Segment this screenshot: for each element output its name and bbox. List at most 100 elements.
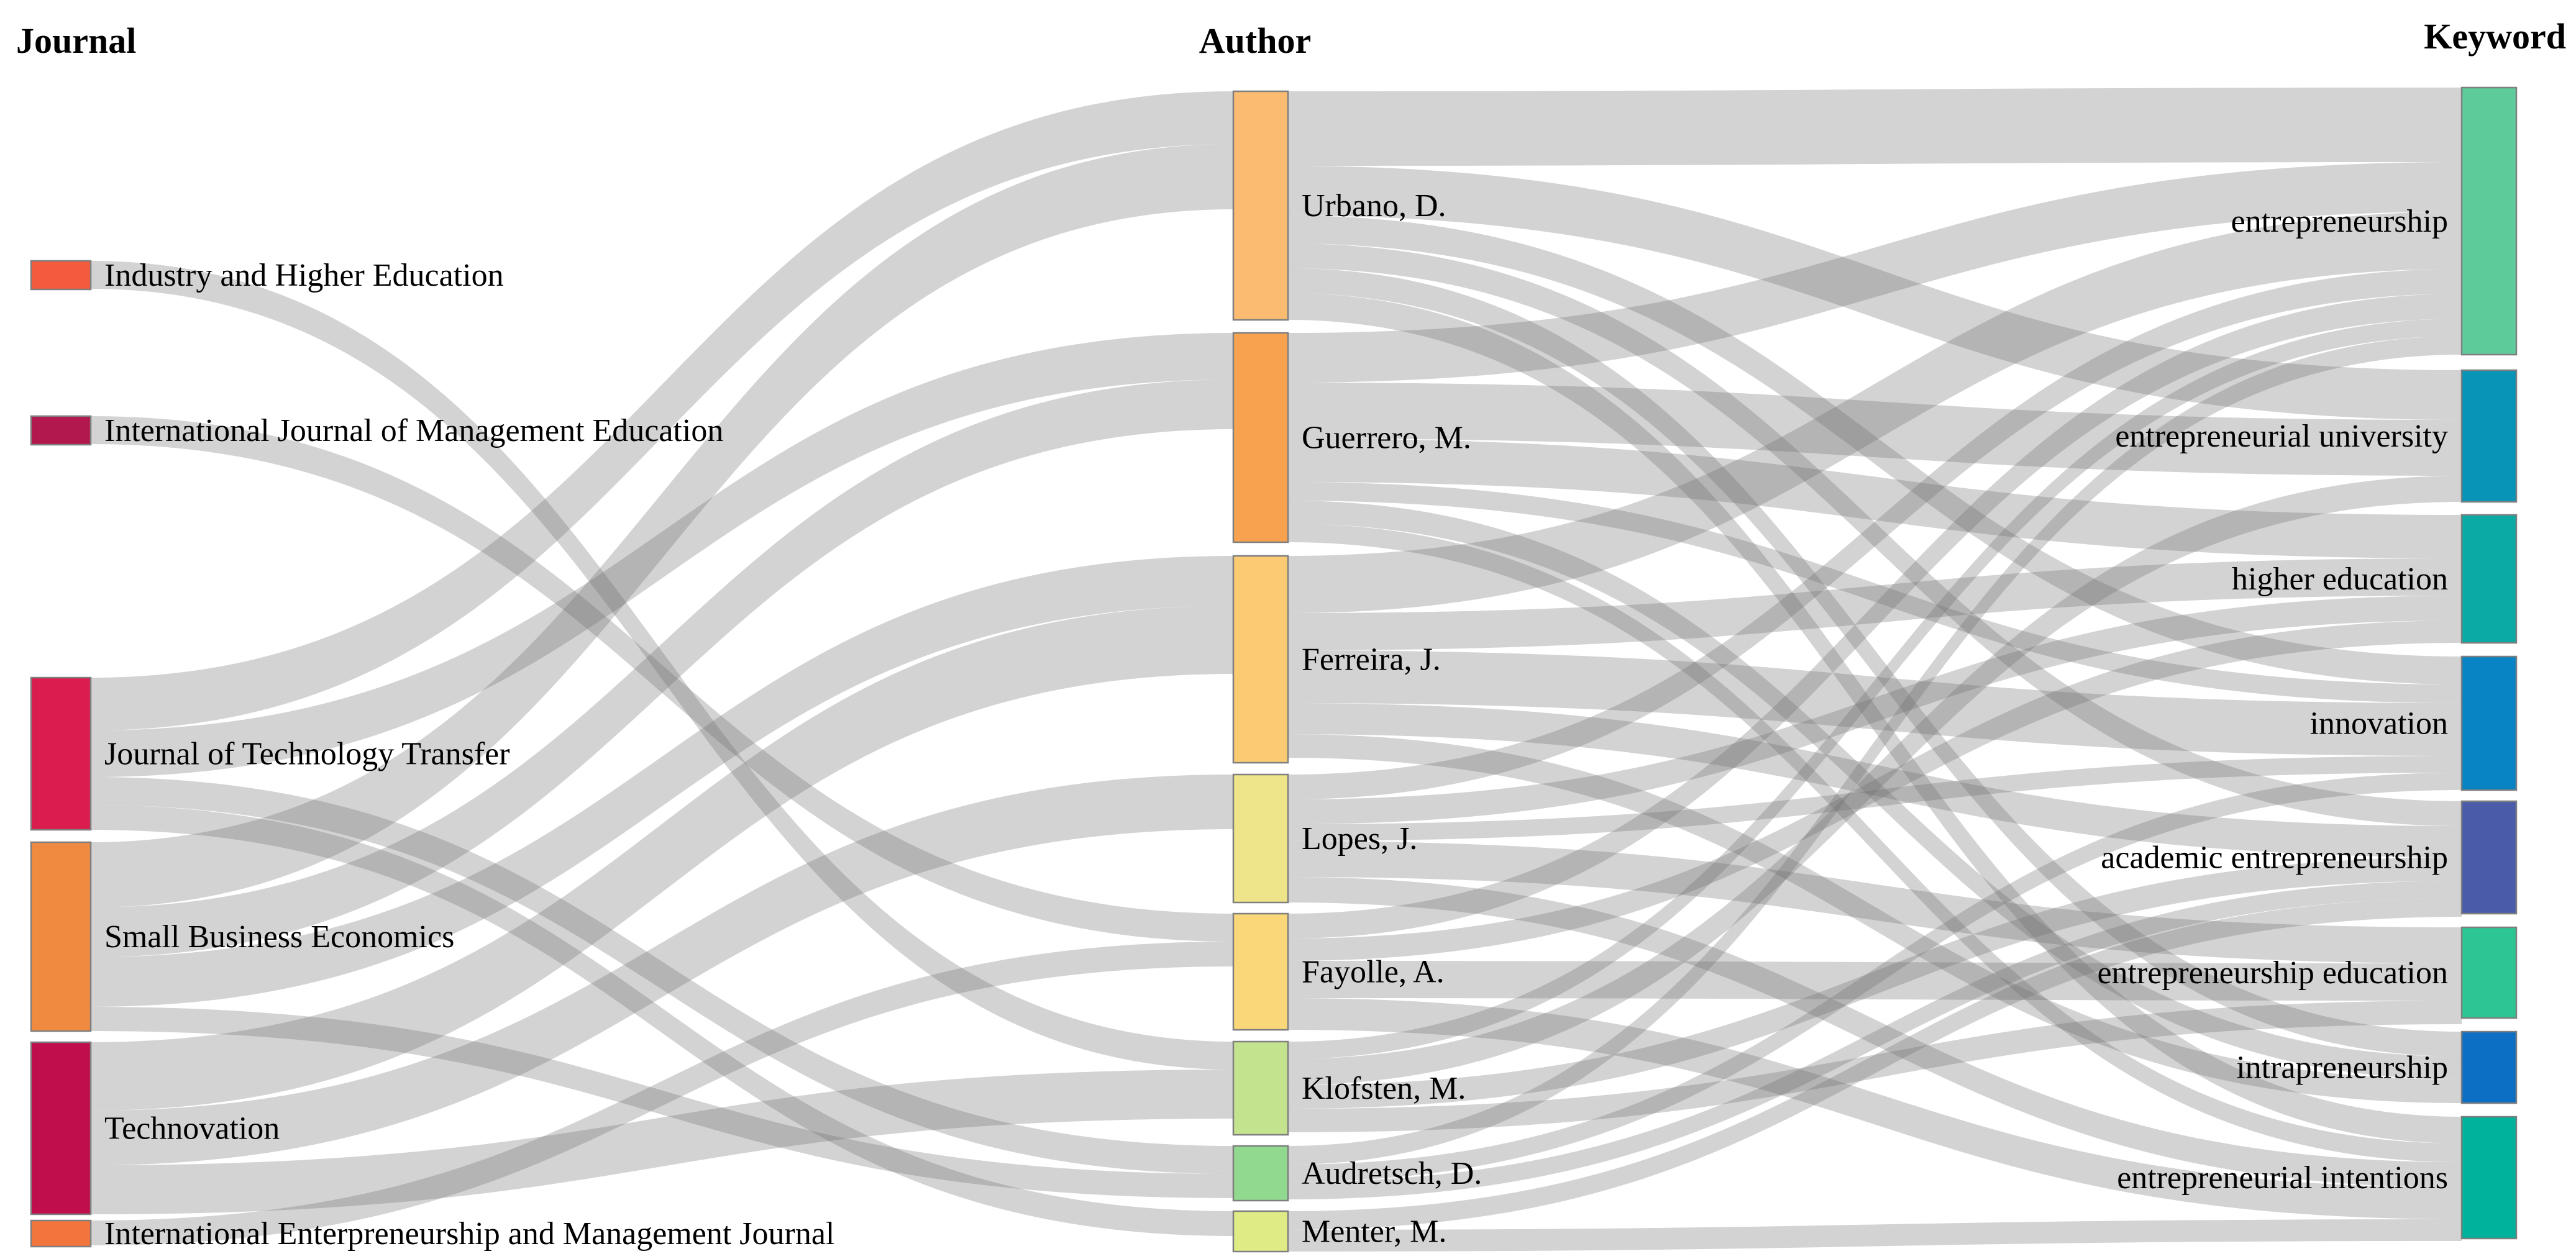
- sankey-link-a2-k1: [1288, 162, 2462, 383]
- sankey-link-a2-k2: [1288, 383, 2462, 476]
- sankey-node-k5[interactable]: [2460, 800, 2518, 915]
- sankey-node-a8[interactable]: [1232, 1210, 1289, 1253]
- sankey-link-j3-a8: [91, 805, 1233, 1236]
- sankey-node-label-j1: Industry and Higher Education: [104, 258, 504, 293]
- sankey-node-label-j3: Journal of Technology Transfer: [104, 737, 510, 772]
- sankey-link-a8-k8: [1288, 1219, 2462, 1252]
- sankey-link-a1-k8: [1288, 293, 2462, 1143]
- sankey-link-j5-a4: [91, 775, 1233, 1165]
- sankey-link-a6-k2: [1288, 476, 2462, 1085]
- sankey-link-a4-k3: [1288, 596, 2462, 824]
- sankey-link-a8-k5: [1288, 898, 2462, 1230]
- sankey-link-j4-a2: [91, 380, 1233, 957]
- sankey-node-a2[interactable]: [1232, 332, 1289, 543]
- sankey-link-a5-k6: [1288, 961, 2462, 1001]
- sankey-node-label-a8: Menter, M.: [1302, 1214, 1446, 1250]
- sankey-node-j3[interactable]: [30, 676, 92, 831]
- sankey-link-a4-k8: [1288, 877, 2462, 1188]
- sankey-node-j4[interactable]: [30, 841, 92, 1032]
- sankey-node-label-a6: Klofsten, M.: [1302, 1071, 1466, 1106]
- sankey-link-a1-k2: [1288, 166, 2462, 420]
- sankey-link-a1-k5: [1288, 243, 2462, 826]
- sankey-node-label-a7: Audretsch, D.: [1302, 1156, 1482, 1191]
- sankey-links-layer: [91, 88, 2462, 1252]
- sankey-node-label-k2: entrepreneurial university: [2115, 419, 2448, 454]
- sankey-node-label-k1: entrepreneurship: [2231, 204, 2448, 239]
- sankey-link-a3-k1: [1288, 212, 2462, 613]
- sankey-link-a1-k1: [1288, 88, 2462, 166]
- sankey-node-a4[interactable]: [1232, 773, 1289, 904]
- sankey-link-a7-k5: [1288, 881, 2462, 1199]
- sankey-link-j4-a7: [91, 1007, 1233, 1198]
- sankey-link-j3-a1: [91, 91, 1233, 730]
- sankey-link-a4-k6: [1288, 841, 2462, 963]
- sankey-node-a6[interactable]: [1232, 1040, 1289, 1136]
- sankey-link-a1-k4: [1288, 216, 2462, 684]
- sankey-node-a3[interactable]: [1232, 555, 1289, 764]
- sankey-link-a5-k3: [1288, 620, 2462, 961]
- sankey-node-label-j6: International Enterpreneurship and Manag…: [104, 1216, 834, 1252]
- sankey-link-j5-a3: [91, 606, 1233, 1111]
- sankey-node-a7[interactable]: [1232, 1145, 1289, 1202]
- sankey-node-label-j2: International Journal of Management Educ…: [104, 413, 723, 448]
- sankey-node-label-a4: Lopes, J.: [1302, 821, 1417, 857]
- sankey-node-label-a5: Fayolle, A.: [1302, 955, 1445, 990]
- sankey-node-k2[interactable]: [2460, 369, 2518, 503]
- sankey-link-a6-k6: [1288, 1001, 2462, 1132]
- sankey-link-a3-k7: [1288, 734, 2462, 1103]
- sankey-link-j1-a6: [91, 261, 1233, 1070]
- sankey-link-j2-a5: [91, 416, 1233, 942]
- sankey-node-label-j5: Technovation: [104, 1111, 280, 1147]
- sankey-link-a3-k4: [1288, 650, 2462, 756]
- sankey-node-label-k5: academic entrepreneurship: [2101, 840, 2448, 876]
- sankey-node-k7[interactable]: [2460, 1030, 2518, 1104]
- sankey-node-label-a3: Ferreira, J.: [1302, 642, 1441, 678]
- sankey-node-label-k6: entrepreneurship education: [2097, 955, 2448, 991]
- sankey-node-label-j4: Small Business Economics: [104, 919, 454, 955]
- sankey-node-label-k3: higher education: [2232, 561, 2448, 597]
- sankey-node-label-k4: innovation: [2310, 706, 2448, 742]
- sankey-node-a5[interactable]: [1232, 912, 1289, 1031]
- sankey-link-j4-a3: [91, 556, 1233, 1007]
- sankey-link-j4-a1: [91, 144, 1233, 907]
- sankey-node-a1[interactable]: [1232, 90, 1289, 321]
- sankey-link-j3-a2: [91, 333, 1233, 777]
- sankey-link-a4-k4: [1288, 756, 2462, 841]
- sankey-node-k3[interactable]: [2460, 514, 2518, 644]
- sankey-node-j6[interactable]: [30, 1219, 92, 1248]
- sankey-link-j5-a6: [91, 1070, 1233, 1214]
- sankey-node-label-k8: entrepreneurial intentions: [2117, 1160, 2448, 1196]
- sankey-link-a5-k8: [1288, 998, 2462, 1219]
- sankey-node-k8[interactable]: [2460, 1116, 2518, 1240]
- column-header-keyword: Keyword: [2424, 16, 2566, 57]
- sankey-link-a2-k7: [1288, 501, 2462, 1079]
- sankey-link-a4-k1: [1288, 269, 2462, 799]
- sankey-link-a1-k7: [1288, 268, 2462, 1057]
- sankey-link-j3-a7: [91, 777, 1233, 1174]
- sankey-link-a5-k1: [1288, 294, 2462, 939]
- column-header-author: Author: [1199, 20, 1311, 61]
- sankey-node-j1[interactable]: [30, 260, 92, 291]
- sankey-link-a2-k4: [1288, 482, 2462, 703]
- sankey-nodes-layer: [30, 86, 2518, 1253]
- sankey-node-k6[interactable]: [2460, 926, 2518, 1019]
- sankey-link-a6-k1: [1288, 319, 2462, 1059]
- sankey-link-a7-k4: [1288, 773, 2462, 1182]
- sankey-node-j2[interactable]: [30, 415, 92, 446]
- sankey-link-a6-k5: [1288, 857, 2462, 1109]
- sankey-link-j6-a5: [91, 942, 1233, 1245]
- sankey-node-k4[interactable]: [2460, 655, 2518, 791]
- sankey-link-a7-k1: [1288, 336, 2462, 1165]
- sankey-node-k1[interactable]: [2460, 86, 2518, 356]
- sankey-link-a3-k5: [1288, 703, 2462, 857]
- sankey-link-a2-k3: [1288, 439, 2462, 558]
- sankey-node-label-k7: intrapreneurship: [2236, 1050, 2448, 1086]
- sankey-link-a3-k3: [1288, 558, 2462, 650]
- sankey-link-a2-k8: [1288, 524, 2462, 1162]
- sankey-node-label-a2: Guerrero, M.: [1302, 420, 1471, 456]
- sankey-node-label-a1: Urbano, D.: [1302, 188, 1446, 224]
- column-header-journal: Journal: [16, 20, 136, 61]
- sankey-node-j5[interactable]: [30, 1041, 92, 1216]
